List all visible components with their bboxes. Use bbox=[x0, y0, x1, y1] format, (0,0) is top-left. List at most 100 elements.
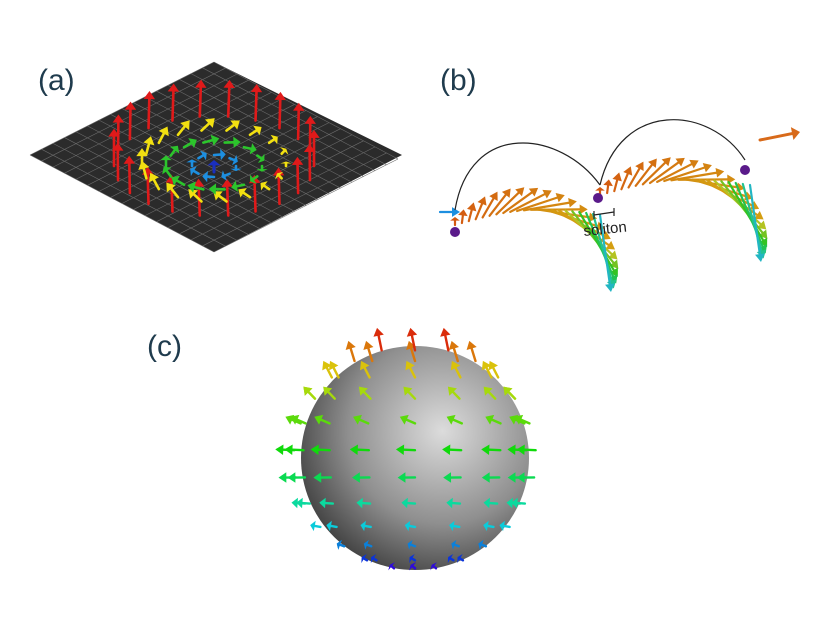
sphere-spin-arrow bbox=[361, 554, 369, 564]
sphere-spin-arrow bbox=[395, 444, 417, 456]
sphere-spin-arrow bbox=[446, 414, 463, 425]
panel-a-arrows bbox=[108, 79, 320, 217]
spin-arrow bbox=[250, 84, 263, 122]
panel-b-arrows bbox=[438, 127, 800, 293]
spin-arrow bbox=[274, 171, 284, 180]
panel-label-b: (b) bbox=[440, 64, 477, 97]
sphere-spin-arrow bbox=[516, 444, 537, 456]
sphere-spin-arrow bbox=[403, 386, 417, 400]
sphere-spin-arrow bbox=[322, 360, 334, 379]
spin-arrow bbox=[167, 83, 180, 122]
sphere-spin-arrow bbox=[514, 414, 531, 425]
spin-arrow bbox=[186, 159, 198, 168]
sphere-spin-arrow bbox=[314, 414, 331, 425]
spin-arrow bbox=[238, 188, 252, 199]
sphere-spin-arrow bbox=[409, 554, 417, 564]
spin-arrow bbox=[162, 166, 173, 178]
sphere-spin-arrow bbox=[287, 472, 307, 483]
sphere bbox=[301, 346, 529, 570]
spin-arrow bbox=[108, 128, 120, 168]
spin-arrow bbox=[267, 134, 278, 145]
spin-arrow bbox=[304, 115, 316, 154]
chain-arrow bbox=[516, 193, 565, 213]
spin-arrow bbox=[112, 114, 125, 154]
sphere-spin-arrow bbox=[449, 520, 461, 532]
sphere-spin-arrow bbox=[448, 340, 459, 363]
sphere-spin-arrow bbox=[353, 414, 370, 425]
sphere-spin-arrow bbox=[363, 539, 373, 550]
sphere-spin-arrow bbox=[466, 340, 477, 363]
spin-arrow bbox=[256, 164, 268, 172]
chain-arrow bbox=[620, 166, 633, 191]
panel-label-a: (a) bbox=[38, 64, 75, 97]
spin-arrow bbox=[223, 79, 235, 118]
chain-arrow bbox=[502, 187, 539, 215]
spin-arrow bbox=[221, 170, 231, 181]
chain-arrow bbox=[634, 158, 657, 187]
spin-arrow bbox=[242, 143, 257, 155]
spin-arrow bbox=[123, 155, 136, 195]
chain-arrow bbox=[663, 163, 712, 183]
spin-arrow bbox=[143, 136, 155, 155]
chain-arrow bbox=[474, 196, 487, 221]
soliton-core bbox=[450, 227, 460, 237]
sphere-spin-arrow bbox=[296, 497, 312, 509]
spin-arrow bbox=[197, 150, 207, 161]
spin-arrow bbox=[157, 126, 169, 145]
spin-arrow bbox=[255, 153, 265, 164]
spin-arrow bbox=[176, 120, 190, 137]
chain-arrow bbox=[612, 172, 622, 193]
sphere-spin-arrow bbox=[483, 520, 495, 532]
sphere-spin-arrow bbox=[401, 497, 417, 509]
sphere-spin-arrow bbox=[397, 472, 417, 483]
sphere-spin-arrow bbox=[447, 386, 461, 400]
sphere-spin-arrow bbox=[485, 414, 502, 425]
spin-arrow bbox=[208, 183, 226, 195]
spin-arrow bbox=[228, 154, 238, 166]
chain-arrow bbox=[488, 188, 511, 217]
sphere-spin-arrow bbox=[326, 520, 338, 532]
spin-arrow bbox=[280, 147, 289, 155]
sphere-spin-arrow bbox=[336, 539, 346, 550]
sphere-spin-arrow bbox=[404, 520, 417, 532]
spin-arrow bbox=[272, 167, 285, 206]
spin-arrow bbox=[160, 155, 172, 168]
sphere-spin-arrow bbox=[483, 386, 497, 400]
soliton-label: soliton bbox=[583, 219, 628, 240]
soliton-bracket bbox=[593, 208, 615, 219]
sphere-spin-arrow bbox=[442, 444, 463, 456]
sphere-spin-arrow bbox=[483, 497, 499, 509]
sphere-spin-arrow bbox=[407, 539, 417, 550]
panel-c-arrows bbox=[275, 327, 537, 571]
spin-arrow bbox=[190, 166, 200, 176]
sphere-spin-arrow bbox=[406, 327, 418, 352]
sphere-spin-arrow bbox=[450, 360, 462, 379]
spin-arrow bbox=[248, 125, 262, 137]
chain-arrow bbox=[748, 183, 765, 263]
sphere-spin-arrow bbox=[356, 497, 372, 509]
sphere-spin-arrow bbox=[370, 554, 378, 564]
spin-arrow bbox=[202, 134, 220, 146]
spin-arrow bbox=[124, 101, 137, 141]
sphere-spin-arrow bbox=[313, 472, 332, 483]
sphere-spin-arrow bbox=[328, 360, 340, 379]
spin-arrow bbox=[200, 118, 215, 132]
chain-arrow bbox=[509, 189, 552, 213]
sphere-spin-arrow bbox=[358, 386, 372, 400]
sphere-spin-arrow bbox=[451, 539, 460, 550]
panel-c-sphere-texture bbox=[275, 327, 537, 571]
sphere-spin-arrow bbox=[481, 360, 493, 379]
sphere-spin-arrow bbox=[430, 562, 438, 571]
sphere-spin-arrow bbox=[440, 327, 451, 352]
sphere-spin-arrow bbox=[349, 444, 371, 456]
spin-arrow bbox=[250, 174, 259, 184]
sphere-spin-arrow bbox=[388, 562, 396, 571]
spin-arrow bbox=[274, 91, 286, 130]
sphere-spin-arrow bbox=[284, 444, 305, 456]
sphere-spin-arrow bbox=[447, 554, 455, 564]
spin-arrow bbox=[202, 170, 216, 183]
sphere-spin-arrow bbox=[511, 497, 527, 509]
soliton-core bbox=[740, 165, 750, 175]
spin-arrow bbox=[195, 79, 207, 118]
